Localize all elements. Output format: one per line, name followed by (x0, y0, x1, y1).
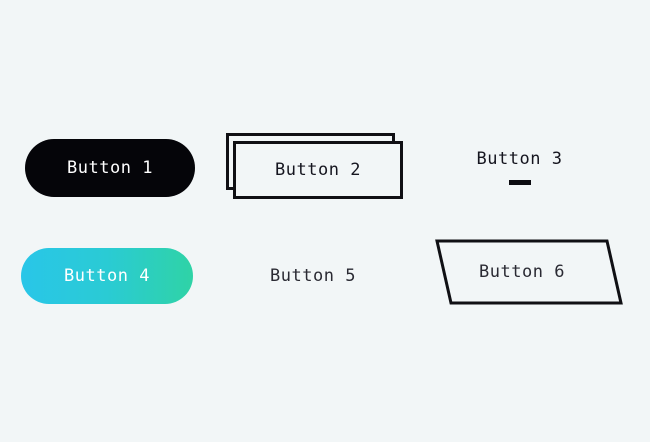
button-4-label: Button 4 (64, 266, 150, 286)
button-2[interactable]: Button 2 (226, 133, 411, 208)
button-1[interactable]: Button 1 (25, 139, 195, 197)
button-5[interactable]: Button 5 (248, 248, 378, 304)
button-3[interactable]: Button 3 (452, 139, 587, 197)
button-6-parallelogram-shape (435, 239, 623, 305)
button-3-underline-bar (508, 180, 531, 185)
button-4[interactable]: Button 4 (21, 248, 193, 304)
button-5-label: Button 5 (270, 266, 356, 286)
button-2-front-outline: Button 2 (233, 141, 403, 199)
button-6[interactable]: Button 6 (415, 233, 629, 311)
button-3-label: Button 3 (476, 149, 563, 169)
button-1-label: Button 1 (67, 158, 153, 178)
button-2-label: Button 2 (275, 160, 361, 180)
button-6-label: Button 6 (479, 262, 565, 282)
